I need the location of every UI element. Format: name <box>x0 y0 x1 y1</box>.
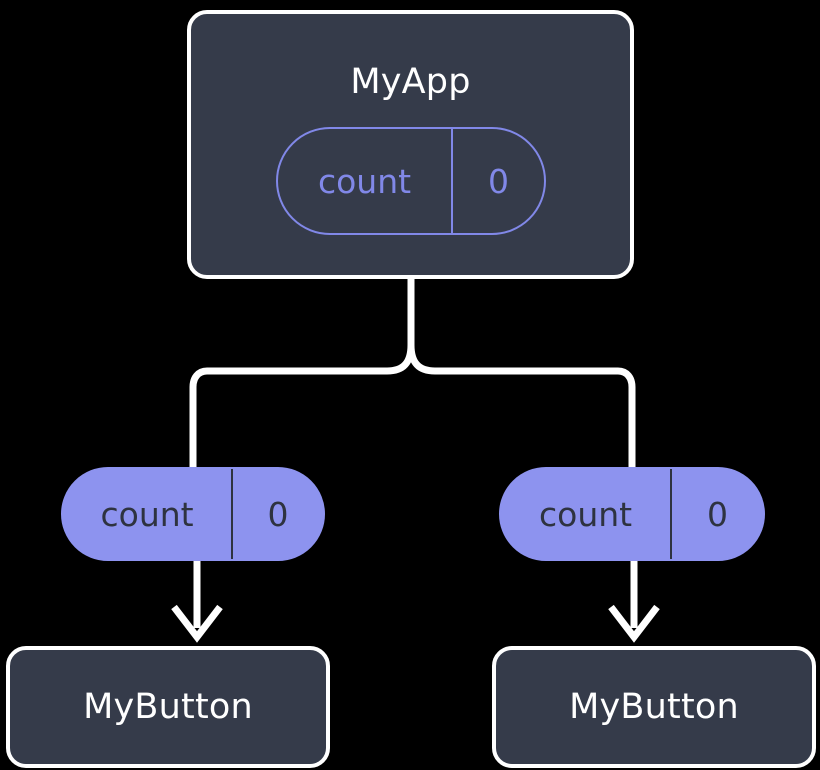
app-state-key: count <box>317 161 412 201</box>
prop-pill-right[interactable]: count 0 <box>499 467 765 561</box>
prop-pill-left[interactable]: count 0 <box>61 467 325 561</box>
prop-pill-right-value: 0 <box>670 469 763 559</box>
prop-pill-left-value: 0 <box>231 469 323 559</box>
button-component-box-right[interactable]: MyButton <box>492 646 816 768</box>
app-state-value: 0 <box>451 129 544 233</box>
app-state-pill[interactable]: count 0 <box>276 127 546 235</box>
fork-connector <box>189 273 415 471</box>
app-component-title: MyApp <box>350 62 471 102</box>
button-component-title-right: MyButton <box>569 687 739 727</box>
prop-pill-right-key: count <box>538 494 633 534</box>
prop-pill-left-key: count <box>100 494 194 534</box>
prop-arrow-right-head <box>608 604 660 643</box>
fork-connector-right-branch <box>407 341 636 471</box>
button-component-box-left[interactable]: MyButton <box>6 646 330 768</box>
prop-arrow-left-head <box>171 604 223 643</box>
button-component-title-left: MyButton <box>83 687 253 727</box>
